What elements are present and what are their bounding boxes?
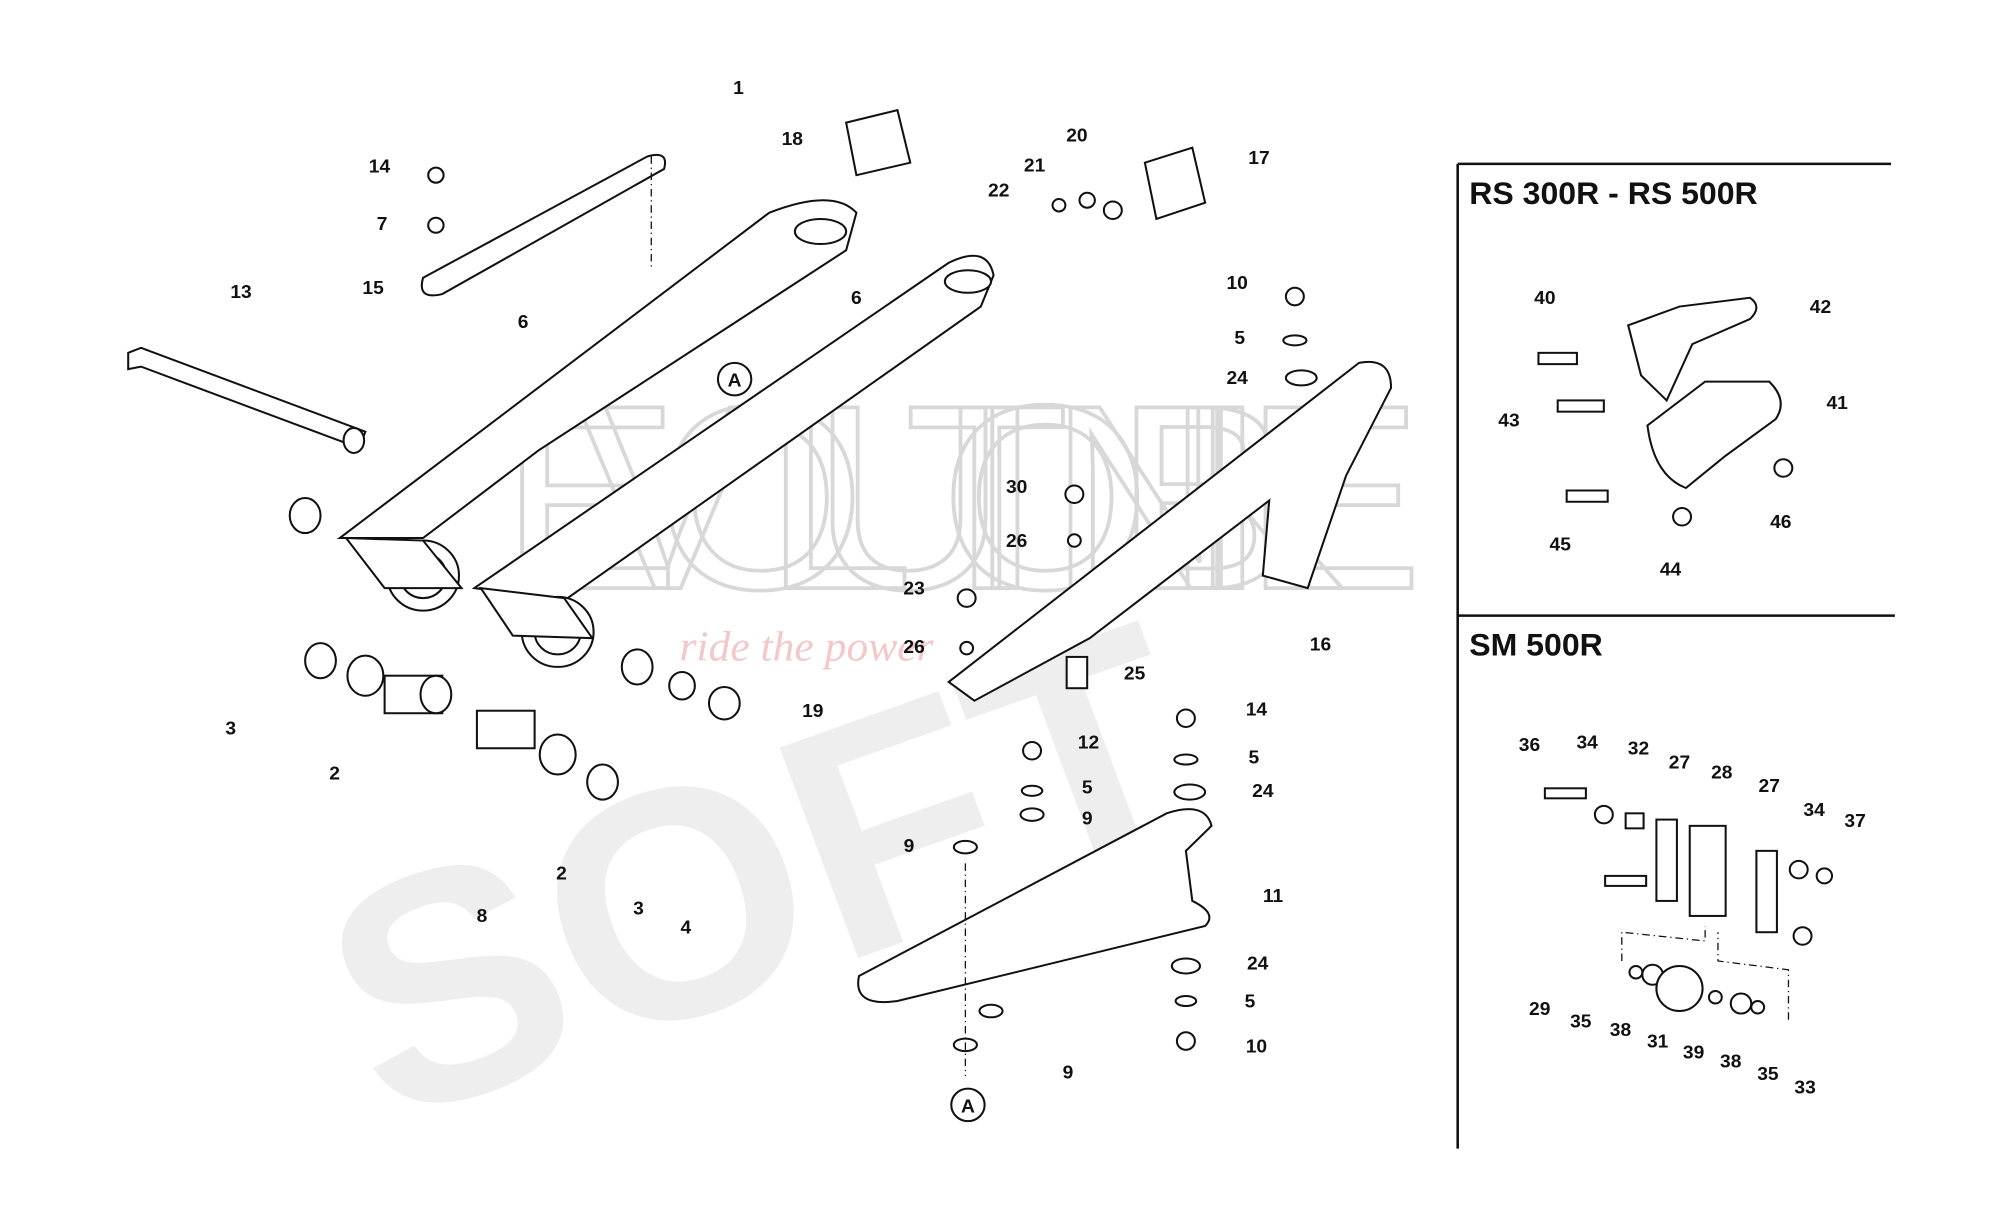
chain-roller-sm bbox=[1543, 787, 1834, 1020]
callout-15: 15 bbox=[362, 278, 384, 299]
callout-34: 34 bbox=[1803, 800, 1825, 821]
callout-6: 6 bbox=[518, 312, 529, 333]
callout-39: 39 bbox=[1683, 1043, 1704, 1064]
callout-26: 26 bbox=[1006, 531, 1027, 552]
callout-43: 43 bbox=[1498, 411, 1519, 432]
callout-5: 5 bbox=[1248, 747, 1259, 768]
chain-slider bbox=[857, 808, 1213, 1003]
callout-41: 41 bbox=[1826, 393, 1848, 414]
callout-38: 38 bbox=[1720, 1052, 1741, 1073]
reference-circle bbox=[950, 1087, 986, 1123]
callout-14: 14 bbox=[369, 157, 391, 178]
callout-5: 5 bbox=[1082, 778, 1093, 799]
chain-guard bbox=[947, 360, 1393, 702]
reference-A: A bbox=[961, 1097, 975, 1118]
chain-guide-rs bbox=[1537, 296, 1794, 527]
callout-23: 23 bbox=[903, 579, 924, 600]
reference-circle bbox=[716, 361, 753, 397]
inset-title-rs: RS 300R - RS 500R bbox=[1469, 175, 1758, 211]
callout-22: 22 bbox=[988, 181, 1009, 202]
callout-38: 38 bbox=[1610, 1020, 1631, 1041]
callout-6: 6 bbox=[851, 288, 862, 309]
callout-9: 9 bbox=[1063, 1063, 1074, 1084]
callout-31: 31 bbox=[1647, 1032, 1669, 1053]
callout-26: 26 bbox=[903, 637, 924, 658]
callout-18: 18 bbox=[782, 129, 803, 150]
callout-30: 30 bbox=[1006, 477, 1027, 498]
callout-14: 14 bbox=[1246, 700, 1268, 721]
callout-5: 5 bbox=[1245, 991, 1256, 1012]
callout-29: 29 bbox=[1529, 999, 1550, 1020]
callout-13: 13 bbox=[230, 282, 251, 303]
callout-24: 24 bbox=[1247, 954, 1269, 975]
reference-markers: AA bbox=[716, 361, 986, 1123]
callout-5: 5 bbox=[1234, 328, 1245, 349]
adjuster-block-17 bbox=[1143, 146, 1207, 221]
callout-9: 9 bbox=[1082, 809, 1093, 830]
callout-2: 2 bbox=[329, 764, 340, 785]
callout-36: 36 bbox=[1519, 735, 1540, 756]
callout-34: 34 bbox=[1576, 732, 1598, 753]
callout-24: 24 bbox=[1252, 781, 1274, 802]
inset-frame bbox=[1456, 162, 1895, 1149]
callout-3: 3 bbox=[633, 899, 644, 920]
callout-27: 27 bbox=[1669, 752, 1690, 773]
watermark-slogan: ride the power bbox=[679, 624, 933, 670]
swingarm-axle bbox=[127, 346, 367, 454]
callout-28: 28 bbox=[1711, 762, 1732, 783]
callout-8: 8 bbox=[477, 906, 488, 927]
callout-42: 42 bbox=[1810, 297, 1831, 318]
callout-3: 3 bbox=[225, 719, 236, 740]
swingarm bbox=[336, 199, 995, 668]
callout-16: 16 bbox=[1310, 635, 1331, 656]
callout-33: 33 bbox=[1794, 1078, 1815, 1099]
callout-37: 37 bbox=[1844, 811, 1865, 832]
callout-32: 32 bbox=[1628, 739, 1649, 760]
callout-46: 46 bbox=[1770, 512, 1791, 533]
callout-9: 9 bbox=[904, 836, 915, 857]
callout-10: 10 bbox=[1226, 273, 1247, 294]
callout-21: 21 bbox=[1024, 156, 1046, 177]
callout-4: 4 bbox=[681, 918, 692, 939]
callout-11: 11 bbox=[1263, 886, 1284, 907]
callout-24: 24 bbox=[1226, 368, 1248, 389]
callout-44: 44 bbox=[1660, 560, 1682, 581]
callout-35: 35 bbox=[1570, 1011, 1592, 1032]
callout-35: 35 bbox=[1757, 1064, 1779, 1085]
bushings bbox=[288, 497, 741, 801]
callout-19: 19 bbox=[802, 701, 823, 722]
callout-45: 45 bbox=[1550, 535, 1572, 556]
callout-7: 7 bbox=[377, 214, 388, 235]
inset-title-sm: SM 500R bbox=[1469, 627, 1603, 663]
adjuster-block-18 bbox=[844, 108, 912, 177]
reference-A: A bbox=[728, 371, 742, 392]
chain-slider-plate bbox=[420, 153, 667, 297]
callout-1: 1 bbox=[733, 78, 744, 99]
callout-25: 25 bbox=[1124, 664, 1146, 685]
callout-10: 10 bbox=[1246, 1037, 1267, 1058]
callout-40: 40 bbox=[1534, 288, 1555, 309]
callout-17: 17 bbox=[1248, 148, 1269, 169]
callout-12: 12 bbox=[1078, 732, 1099, 753]
callout-20: 20 bbox=[1066, 126, 1087, 147]
callout-2: 2 bbox=[556, 864, 567, 885]
callout-27: 27 bbox=[1759, 776, 1780, 797]
